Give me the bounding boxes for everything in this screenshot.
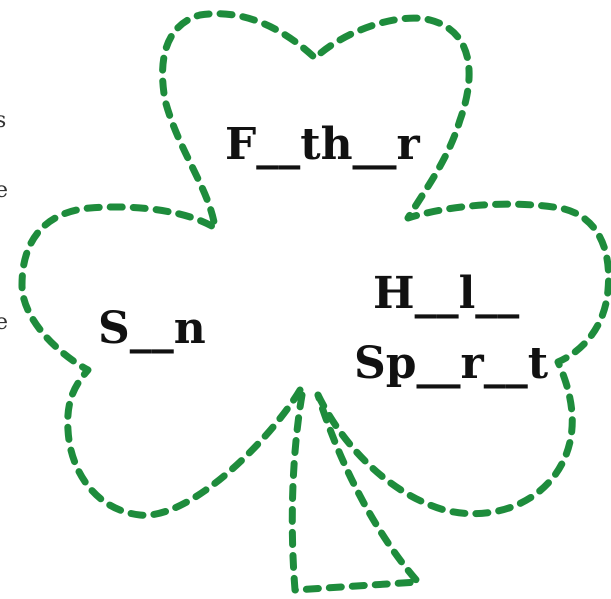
- shamrock-leaves-outline: [22, 14, 609, 516]
- leaf-word-son: S__n: [98, 307, 206, 351]
- edge-text-fragment: e: [0, 180, 8, 202]
- leaf-word-holy: H__l__: [373, 272, 519, 316]
- edge-text-fragment: e: [0, 312, 8, 334]
- edge-text-fragment: s: [0, 110, 6, 132]
- leaf-word-father: F__th__r: [225, 123, 420, 167]
- leaf-word-spirit: Sp__r__t: [354, 342, 548, 386]
